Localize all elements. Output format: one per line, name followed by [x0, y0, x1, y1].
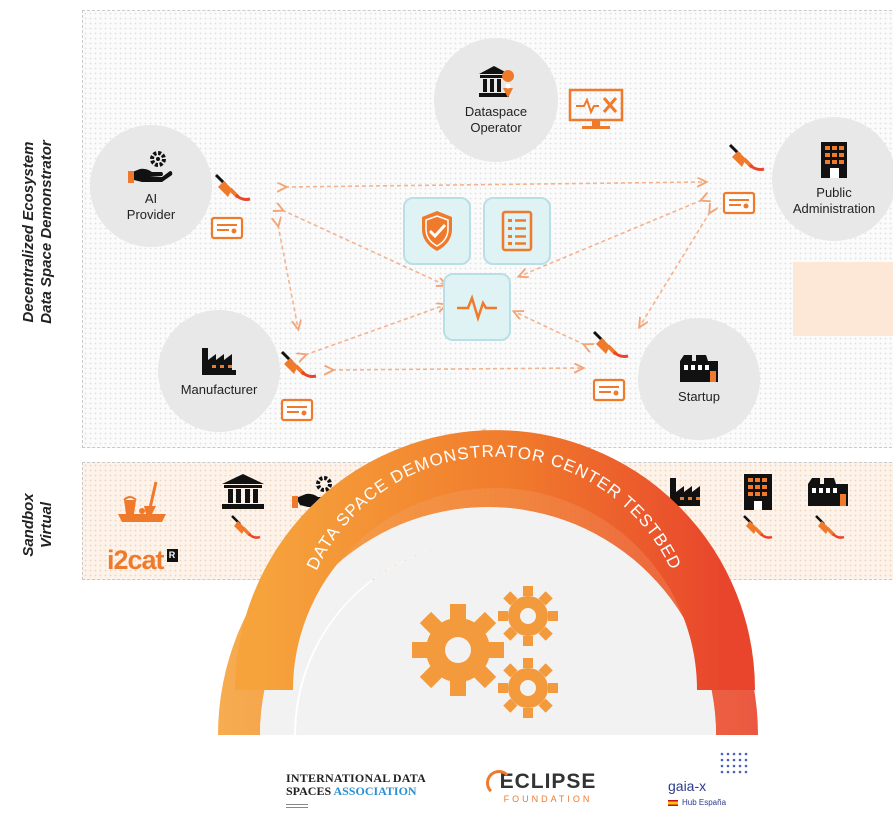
gears-icon: [412, 586, 558, 718]
node-manufacturer: Manufacturer: [158, 310, 280, 432]
idsa-logo: INTERNATIONAL DATA SPACES ASSOCIATION: [286, 772, 456, 808]
shield-check-icon: [422, 211, 452, 251]
document-list-icon: [501, 210, 533, 252]
node-startup: Startup: [638, 318, 760, 440]
tile-catalog: [483, 197, 551, 265]
heartbeat-icon: [457, 294, 497, 322]
spain-flag-icon: [668, 799, 678, 806]
idsa-rule: [286, 804, 308, 808]
office-building-icon: [821, 142, 847, 178]
tile-monitoring: [443, 273, 511, 341]
bank-pin-icon: [479, 66, 515, 98]
tile-security: [403, 197, 471, 265]
highlight-block: [793, 262, 893, 336]
office-building-icon: [744, 474, 772, 510]
sandbox-toy-icon: [114, 478, 170, 528]
factory-icon: [670, 478, 700, 506]
eclipse-logo: ECLIPSE FOUNDATION: [486, 770, 608, 805]
warehouse-icon: [680, 355, 718, 382]
monitor-tools-icon: [568, 88, 626, 132]
hand-gear-icon: [128, 151, 173, 183]
factory-icon: [202, 348, 236, 375]
gaiax-grid-icon: [720, 752, 748, 774]
eclipse-swoosh-icon: [486, 770, 512, 796]
warehouse-icon: [808, 478, 848, 506]
bank-icon: [222, 474, 264, 509]
i2cat-logo: i2cat R: [107, 545, 178, 575]
